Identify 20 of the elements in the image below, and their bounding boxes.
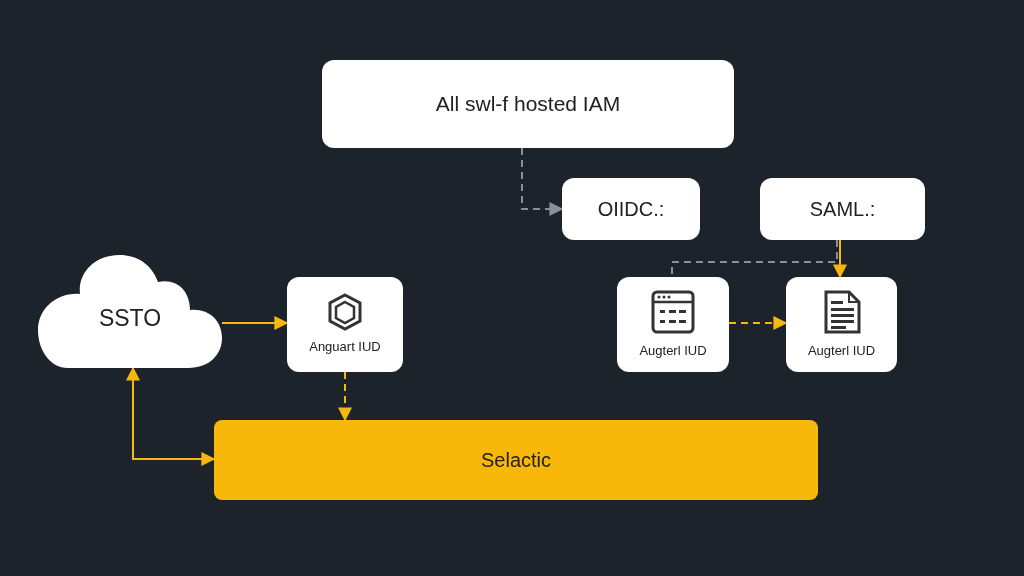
process-box <box>786 277 897 372</box>
node-label: Selactic <box>481 447 551 473</box>
process-box <box>562 178 700 240</box>
highlight-bar <box>214 420 818 500</box>
node-label: SAML.: <box>809 196 876 222</box>
arrow <box>338 371 352 422</box>
process-box <box>287 277 403 372</box>
node-label: Anguart IUD <box>309 339 381 356</box>
arrow <box>221 316 289 330</box>
process-box <box>322 60 734 148</box>
node-label: Augterl IUD <box>639 343 707 360</box>
node-label: OIIDC.: <box>597 196 665 222</box>
arrow <box>728 316 788 330</box>
node-label: SSTO <box>98 303 162 333</box>
node-label: All swl-f hosted IAM <box>435 90 621 117</box>
node-label: Augterl IUD <box>807 343 876 360</box>
process-box <box>617 277 729 372</box>
arrow <box>521 147 564 216</box>
arrow <box>833 239 847 279</box>
process-box <box>760 178 925 240</box>
